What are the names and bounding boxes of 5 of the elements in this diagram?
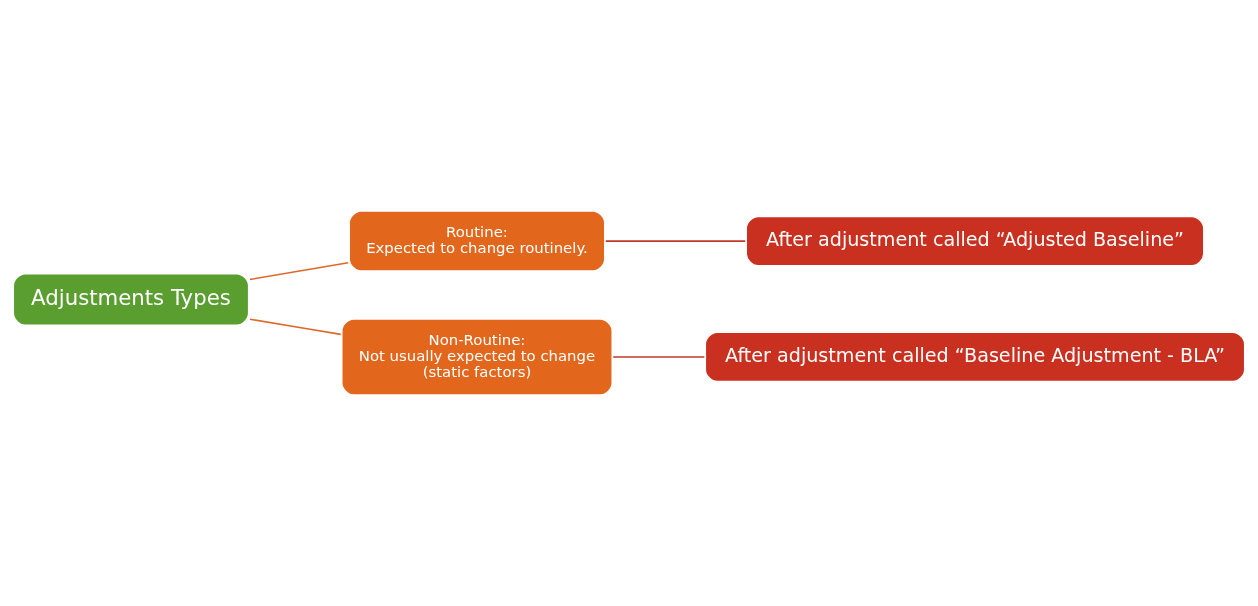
connector: [249, 318, 342, 336]
node-box: Non-Routine: Not usually expected to change (static factors): [339, 316, 615, 398]
connector: [604, 240, 746, 242]
connector: [612, 356, 706, 358]
connector: [249, 262, 349, 281]
